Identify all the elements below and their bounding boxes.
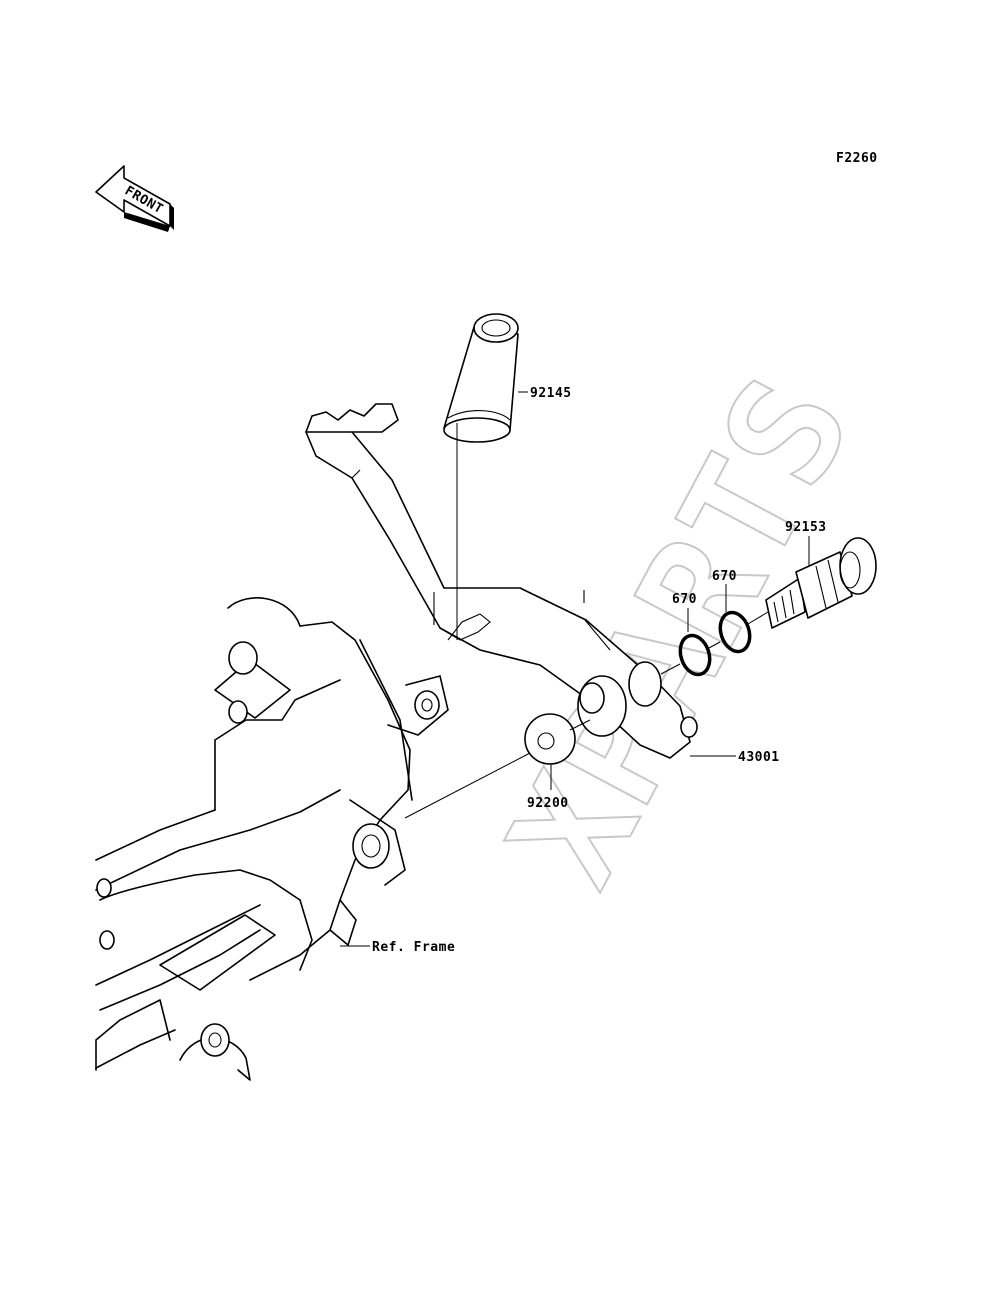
part-number-label: 43001 [738,750,780,765]
part-number-label: 92153 [785,520,827,535]
return-spring [443,313,519,443]
part-number-label: 92145 [530,386,572,401]
callout-92153: 92153 [785,520,827,566]
o-ring-right [718,610,752,654]
brake-pedal [305,403,698,759]
part-number-label: 670 [712,569,737,584]
callout-43001: 43001 [690,750,780,765]
callout-ref-frame: Ref. Frame [340,940,455,955]
callout-670-left: 670 [672,592,697,632]
callout-92200: 92200 [527,764,569,811]
callout-670-right: 670 [712,569,737,612]
part-number-label: 92200 [527,796,569,811]
front-arrow-icon: FRONT [95,165,174,232]
o-ring-left [678,633,712,677]
washer [524,713,576,765]
callout-92145: 92145 [518,386,572,401]
part-number-label: 670 [672,592,697,607]
figure-code: F2260 [836,151,878,166]
reference-label: Ref. Frame [372,940,455,955]
pivot-bolt [765,537,877,629]
frame-reference [95,597,449,1081]
